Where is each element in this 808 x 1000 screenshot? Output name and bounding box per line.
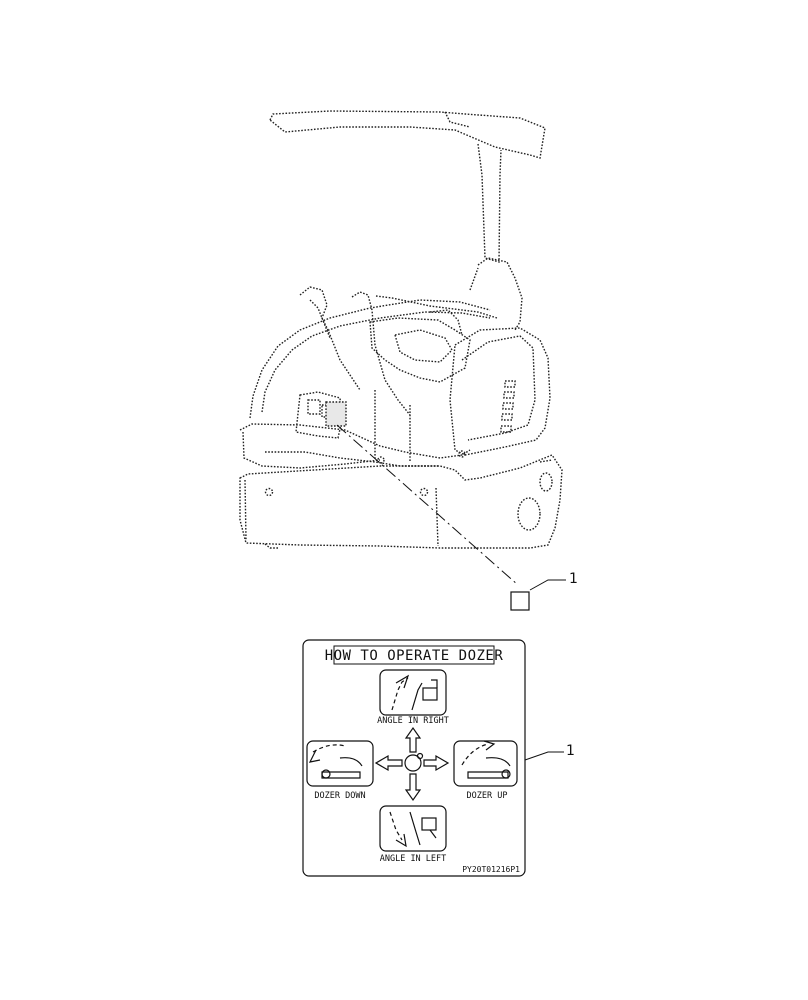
label-angle-in-right: ANGLE IN RIGHT [377,716,449,726]
canopy-roof [269,110,546,159]
engine-hood [449,327,551,456]
arrow-left-icon [374,754,403,772]
decal-location [325,401,347,427]
roll-frame [249,299,491,419]
callout-leader-decal [524,751,564,761]
label-dozer-down: DOZER DOWN [314,791,365,801]
decal-border [302,639,526,877]
arrow-down-icon [404,773,422,802]
machine-illustration [239,110,563,549]
angle-right-icon [379,669,447,716]
upper-deck [239,423,471,459]
decal-part-code: PY20T01216P1 [462,865,520,874]
lever-knob-icon [404,754,422,772]
callout-number-machine: 1 [569,571,578,587]
hood-vents [500,380,516,433]
callout-number-decal: 1 [566,743,575,759]
decal-panel: HOW TO OPERATE DOZER ANGLE IN RIGHT DOZE… [302,639,526,877]
right-lever [351,291,411,416]
seat-console [369,317,471,383]
arrow-right-icon [423,754,450,772]
angle-left-icon [379,805,447,852]
dozer-up-icon [453,740,518,787]
canopy-post [477,143,502,263]
decal-title: HOW TO OPERATE DOZER [325,648,504,664]
label-angle-in-left: ANGLE IN LEFT [380,854,447,864]
arrow-up-icon [404,726,422,753]
decal-symbol [510,591,530,611]
decal-title-box [333,645,495,665]
dozer-down-icon [306,740,374,787]
location-leader [336,424,519,586]
label-dozer-up: DOZER UP [467,791,508,801]
lower-body [239,454,563,549]
callout-leader-machine [529,579,566,591]
